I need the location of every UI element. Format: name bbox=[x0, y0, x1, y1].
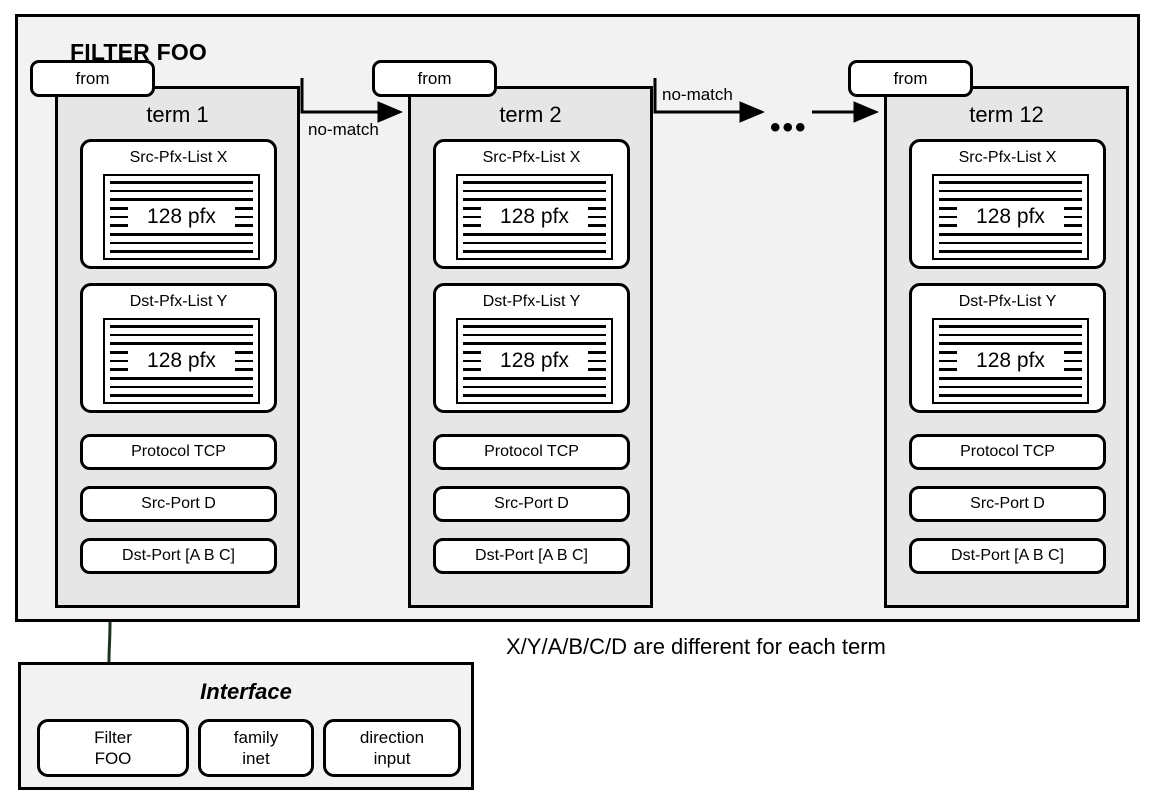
interface-direction-pill[interactable]: direction input bbox=[323, 719, 461, 777]
prefix-lines bbox=[463, 325, 606, 397]
dst-prefix-list-card-1[interactable]: Dst-Pfx-List Y 128 pfx bbox=[80, 283, 277, 413]
dst-prefix-list-label-1: Dst-Pfx-List Y bbox=[129, 293, 228, 310]
term-box-2[interactable]: term 2 Src-Pfx-List X 128 pfx Dst-Pfx-Li… bbox=[408, 86, 653, 608]
src-port-pill-12[interactable]: Src-Port D bbox=[909, 486, 1106, 522]
src-port-pill-2[interactable]: Src-Port D bbox=[433, 486, 630, 522]
dst-prefix-list-card-12[interactable]: Dst-Pfx-List Y 128 pfx bbox=[909, 283, 1106, 413]
protocol-pill-12[interactable]: Protocol TCP bbox=[909, 434, 1106, 470]
src-prefix-list-label-1: Src-Pfx-List X bbox=[129, 149, 228, 166]
from-tab-12[interactable]: from bbox=[848, 60, 973, 97]
term-box-12[interactable]: term 12 Src-Pfx-List X 128 pfx Dst-Pfx-L… bbox=[884, 86, 1129, 608]
dst-prefix-list-page-2: 128 pfx bbox=[456, 318, 613, 404]
interface-container: Interface Filter FOO family inet directi… bbox=[18, 662, 474, 790]
prefix-lines bbox=[110, 181, 253, 253]
prefix-lines bbox=[939, 325, 1082, 397]
dst-prefix-list-label-12: Dst-Pfx-List Y bbox=[958, 293, 1057, 310]
interface-title: Interface bbox=[200, 679, 292, 704]
dst-prefix-list-card-2[interactable]: Dst-Pfx-List Y 128 pfx bbox=[433, 283, 630, 413]
term-title-1: term 1 bbox=[146, 102, 209, 127]
term-title-2: term 2 bbox=[499, 102, 562, 127]
interface-family-pill[interactable]: family inet bbox=[198, 719, 314, 777]
src-prefix-list-page-12: 128 pfx bbox=[932, 174, 1089, 260]
src-prefix-list-label-2: Src-Pfx-List X bbox=[482, 149, 581, 166]
interface-filter-pill[interactable]: Filter FOO bbox=[37, 719, 189, 777]
src-port-pill-1[interactable]: Src-Port D bbox=[80, 486, 277, 522]
term-box-1[interactable]: term 1 Src-Pfx-List X 128 pfx Dst-Pfx-Li… bbox=[55, 86, 300, 608]
caption-text: X/Y/A/B/C/D are different for each term bbox=[506, 634, 886, 659]
src-prefix-list-card-1[interactable]: Src-Pfx-List X 128 pfx bbox=[80, 139, 277, 269]
dst-port-pill-2[interactable]: Dst-Port [A B C] bbox=[433, 538, 630, 574]
dst-prefix-list-page-1: 128 pfx bbox=[103, 318, 260, 404]
dst-port-pill-12[interactable]: Dst-Port [A B C] bbox=[909, 538, 1106, 574]
dst-prefix-list-label-2: Dst-Pfx-List Y bbox=[482, 293, 581, 310]
nomatch-label-2: no-match bbox=[662, 85, 733, 104]
protocol-pill-2[interactable]: Protocol TCP bbox=[433, 434, 630, 470]
from-tab-2[interactable]: from bbox=[372, 60, 497, 97]
interface-filter-line2: FOO bbox=[94, 749, 132, 768]
interface-family-line1: family bbox=[233, 727, 279, 747]
src-prefix-list-card-2[interactable]: Src-Pfx-List X 128 pfx bbox=[433, 139, 630, 269]
dst-prefix-list-page-12: 128 pfx bbox=[932, 318, 1089, 404]
interface-direction-line2: input bbox=[373, 749, 411, 768]
ellipsis-marker: ••• bbox=[770, 111, 808, 144]
protocol-pill-1[interactable]: Protocol TCP bbox=[80, 434, 277, 470]
src-prefix-list-card-12[interactable]: Src-Pfx-List X 128 pfx bbox=[909, 139, 1106, 269]
prefix-lines bbox=[939, 181, 1082, 253]
interface-filter-line1: Filter bbox=[94, 727, 132, 747]
prefix-lines bbox=[110, 325, 253, 397]
src-prefix-list-page-1: 128 pfx bbox=[103, 174, 260, 260]
interface-direction-line1: direction bbox=[359, 727, 425, 747]
src-prefix-list-label-12: Src-Pfx-List X bbox=[958, 149, 1057, 166]
prefix-lines bbox=[463, 181, 606, 253]
nomatch-label-1: no-match bbox=[308, 120, 379, 139]
term-title-12: term 12 bbox=[969, 102, 1044, 127]
from-tab-1[interactable]: from bbox=[30, 60, 155, 97]
dst-port-pill-1[interactable]: Dst-Port [A B C] bbox=[80, 538, 277, 574]
src-prefix-list-page-2: 128 pfx bbox=[456, 174, 613, 260]
interface-family-line2: inet bbox=[242, 749, 270, 768]
